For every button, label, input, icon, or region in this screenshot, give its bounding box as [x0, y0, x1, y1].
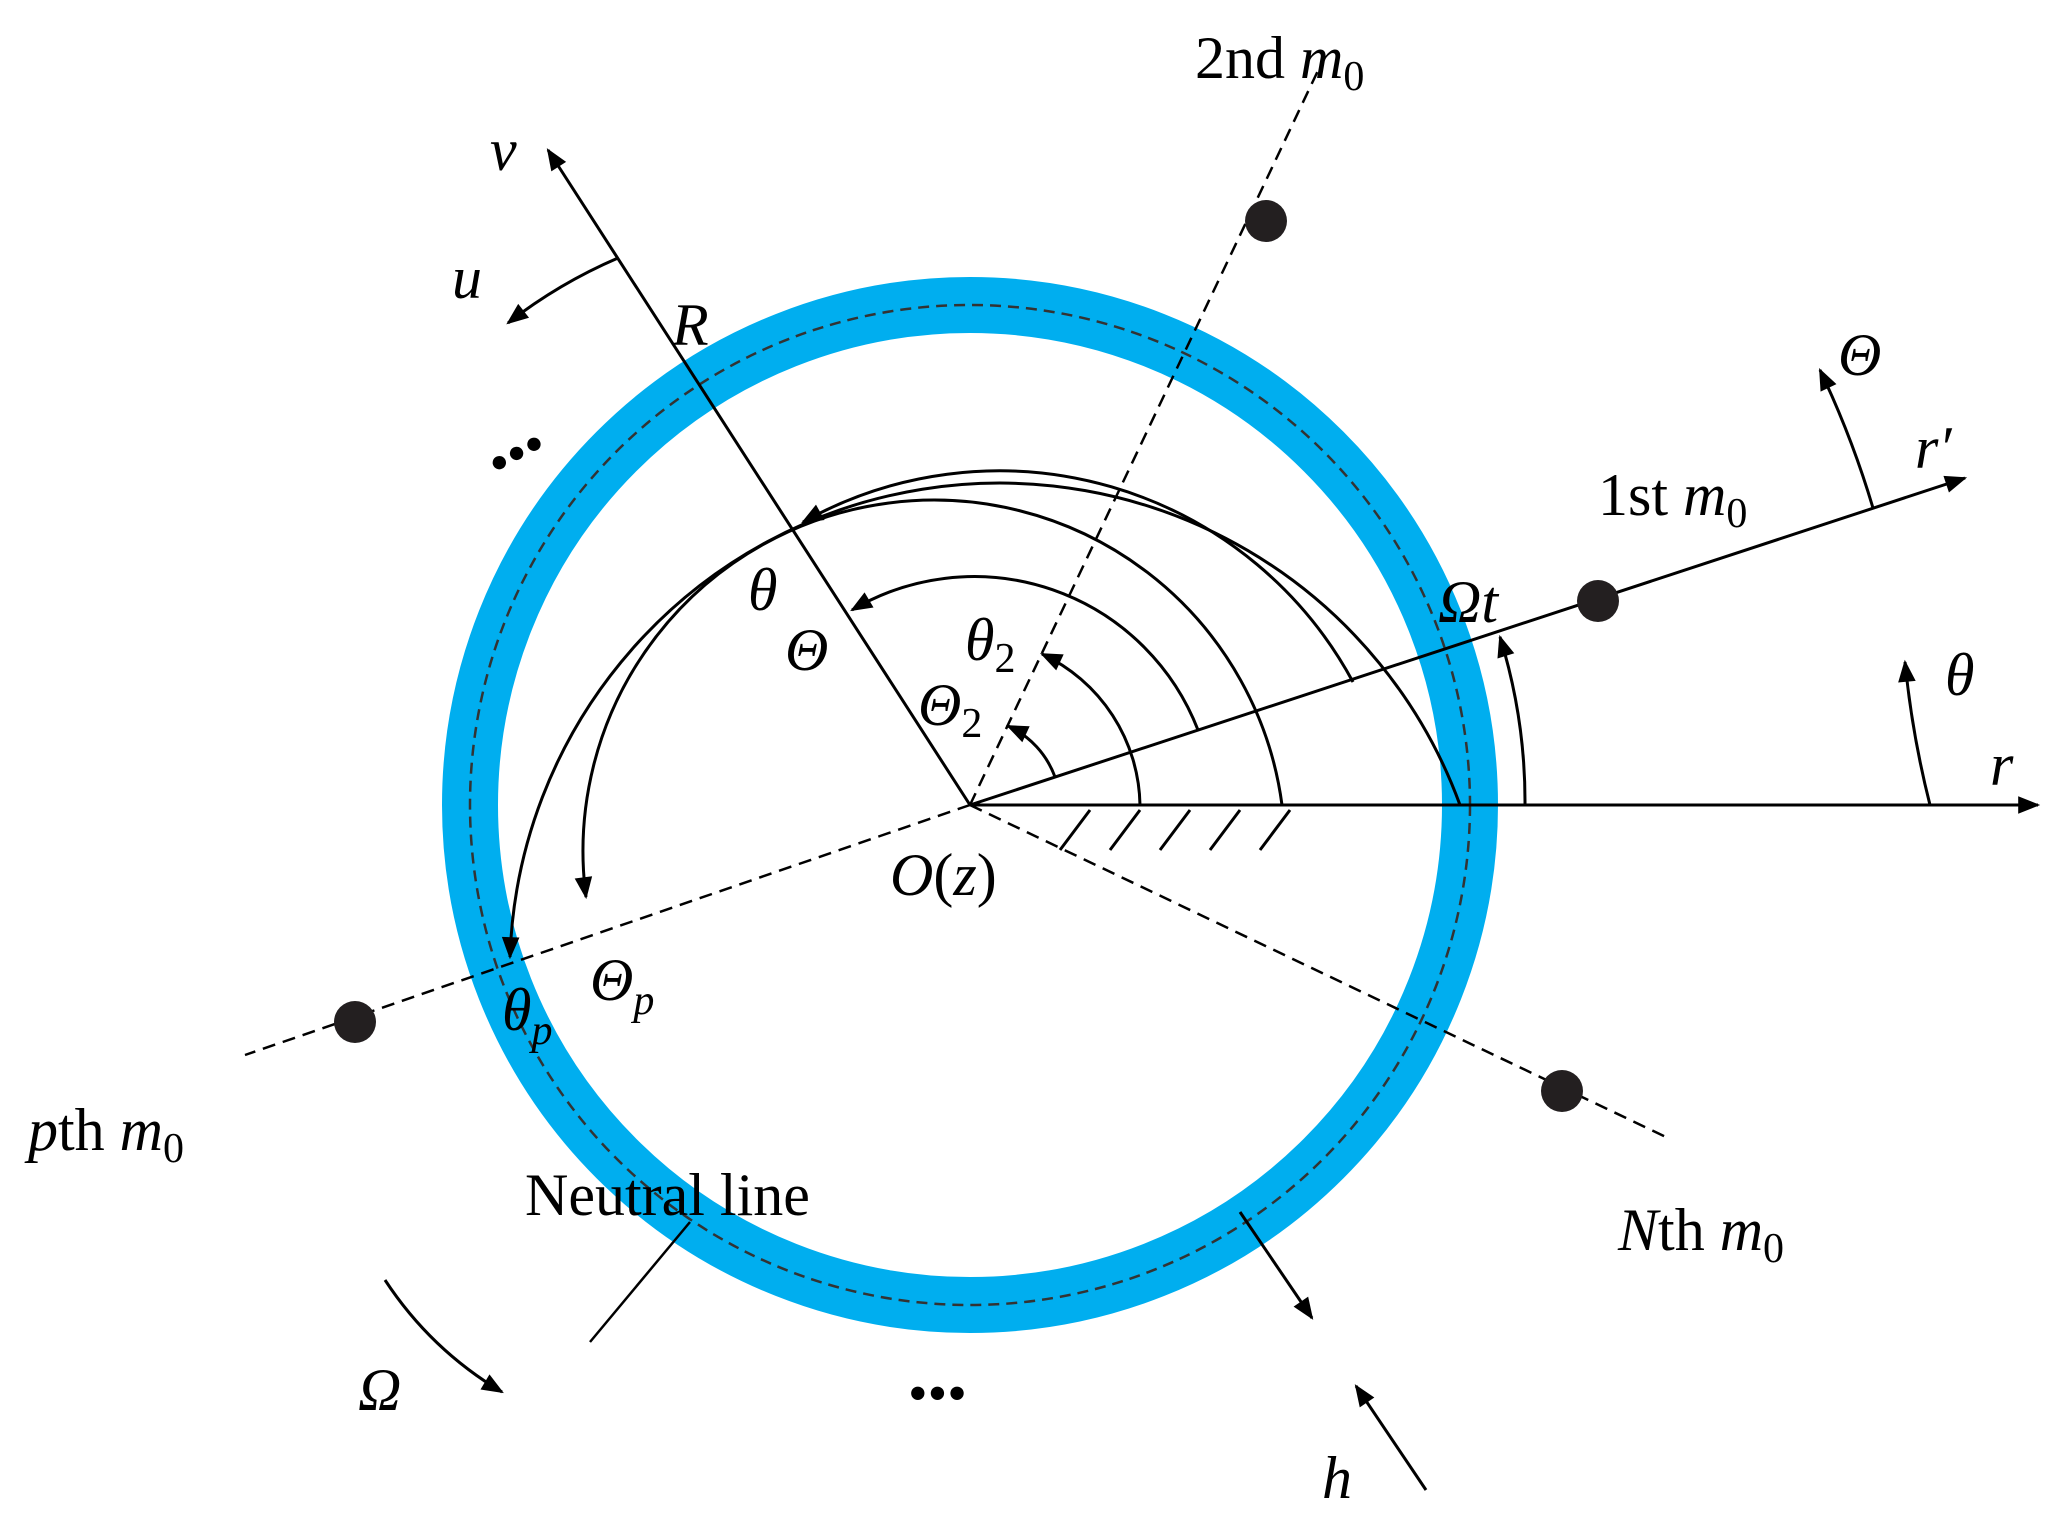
- label-r: r: [1990, 732, 2014, 798]
- arc-Omega: [383, 1279, 504, 1394]
- label-r-prime: r′: [1915, 415, 1952, 481]
- label-Theta2: Θ2: [918, 672, 982, 747]
- mass-1st: [1577, 580, 1619, 622]
- second-mass-line: [968, 59, 1325, 806]
- label-Theta-right: Θ: [1838, 322, 1881, 388]
- h-arrow-bottom: [1354, 1384, 1428, 1491]
- arc-Theta-right: [1818, 368, 1875, 509]
- mass-2nd: [1245, 200, 1287, 242]
- label-R: R: [671, 292, 709, 358]
- arc-u: [506, 256, 619, 325]
- neutral-line-leader: [589, 1221, 691, 1343]
- arc-Theta2: [1006, 724, 1057, 778]
- label-Theta: Θ: [785, 617, 828, 683]
- label-Omega: Ω: [358, 1357, 401, 1423]
- label-theta2: θ2: [965, 607, 1015, 682]
- label-2nd-mass: 2nd m0: [1195, 25, 1364, 100]
- label-theta-p: θp: [502, 977, 552, 1054]
- label-v: v: [490, 117, 517, 183]
- arc-Omega-t: [1497, 634, 1527, 806]
- label-Theta-p: Θp: [590, 947, 654, 1024]
- arc-theta: [801, 469, 1355, 683]
- arc-theta2: [1040, 652, 1142, 806]
- ellipsis-top: •••: [476, 413, 557, 495]
- nth-mass-line: [969, 803, 1669, 1140]
- label-u: u: [452, 245, 482, 311]
- h-arrow-top: [1238, 1211, 1314, 1320]
- label-1st-mass: 1st m0: [1598, 462, 1747, 537]
- label-theta-right: θ: [1945, 642, 1974, 708]
- arc-Theta-p: [574, 498, 1284, 900]
- label-h: h: [1322, 1445, 1352, 1511]
- arc-theta-right: [1898, 659, 1932, 806]
- label-theta: θ: [748, 557, 777, 623]
- label-neutral-line: Neutral line: [525, 1162, 810, 1228]
- label-nth-mass: Nth m0: [1617, 1197, 1784, 1272]
- label-Omega-t: Ωt: [1438, 569, 1499, 635]
- mass-pth: [334, 1001, 376, 1043]
- arc-theta-p: [501, 481, 1462, 960]
- label-origin: O(z): [890, 842, 997, 908]
- arc-Theta: [850, 575, 1200, 731]
- r-prime-axis: [969, 475, 1968, 807]
- ellipsis-bottom: •••: [908, 1363, 967, 1425]
- mass-nth: [1541, 1070, 1583, 1112]
- ground-hatch: [1058, 809, 1292, 851]
- label-pth-mass: pth m0: [24, 1097, 184, 1172]
